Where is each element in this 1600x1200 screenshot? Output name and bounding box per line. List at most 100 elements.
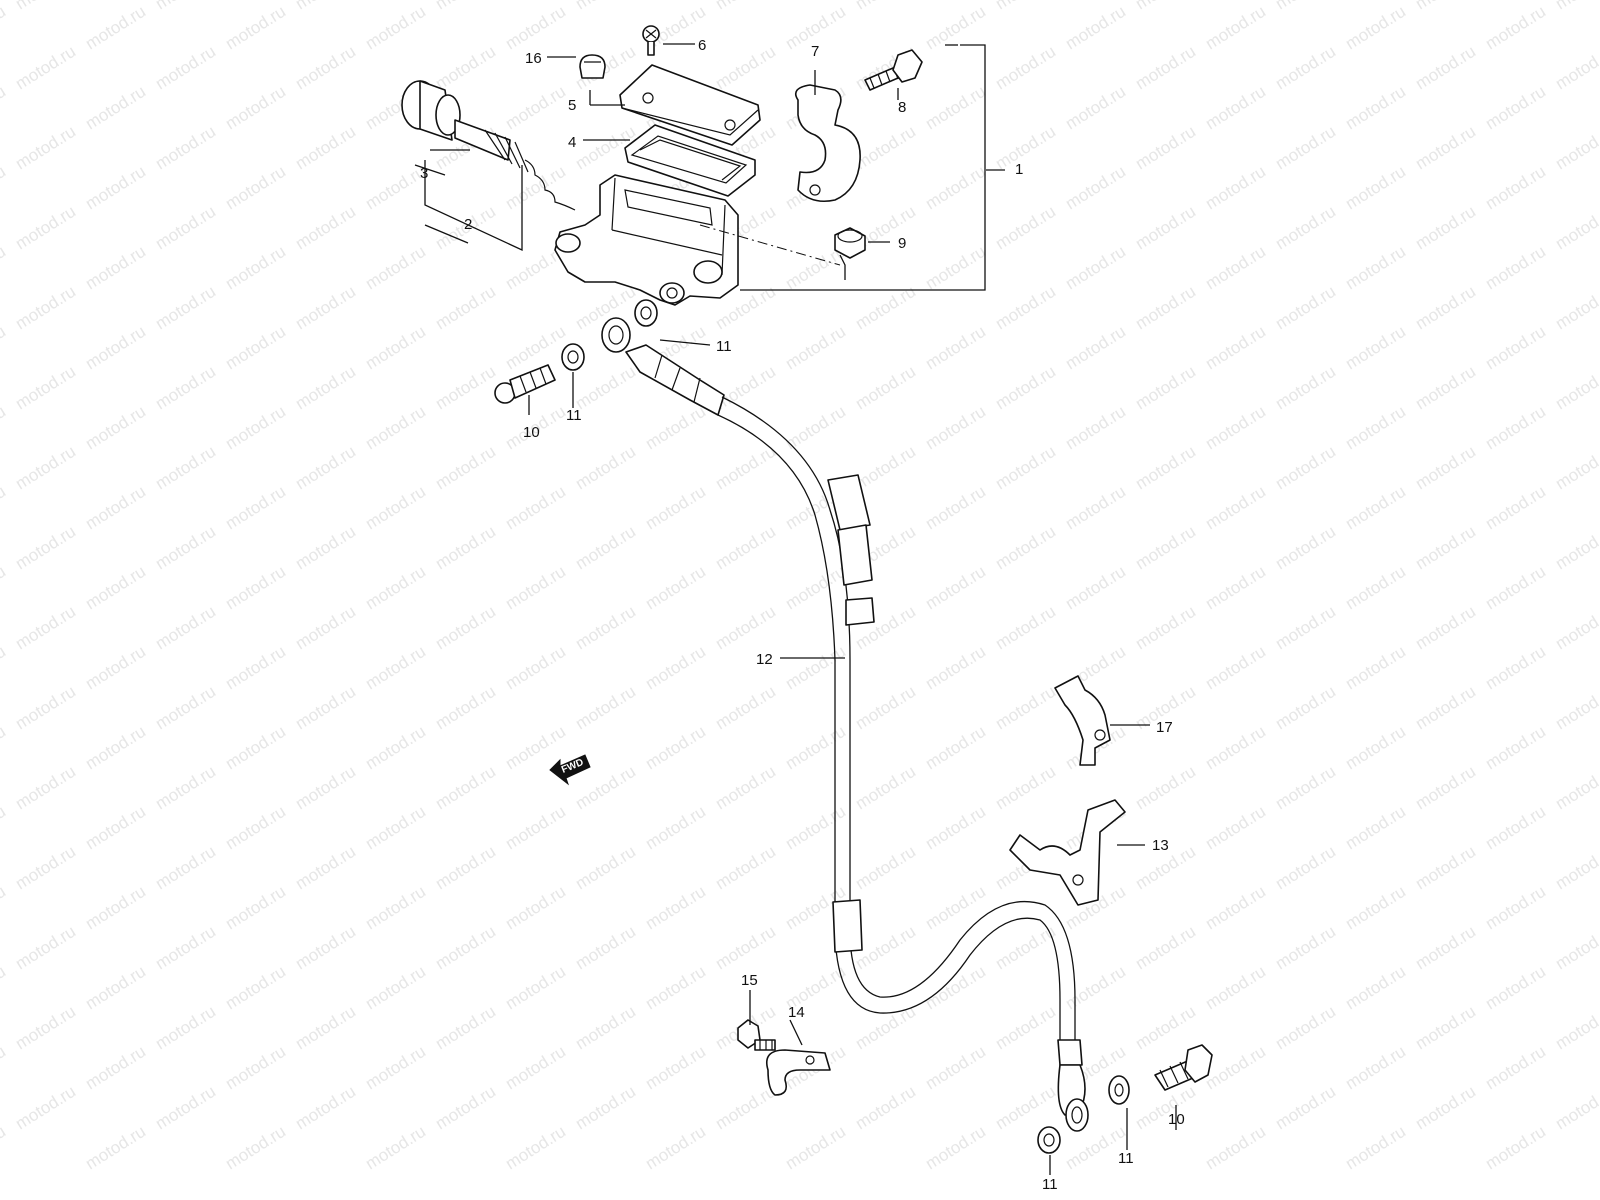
watermark-text: motod.ru — [152, 602, 219, 654]
watermark-text: motod.ru — [1342, 322, 1409, 374]
watermark-text: motod.ru — [222, 2, 289, 54]
watermark-text: motod.ru — [992, 1082, 1059, 1134]
watermark-text: motod.ru — [432, 1082, 499, 1134]
watermark-text: motod.ru — [292, 602, 359, 654]
watermark-text: motod.ru — [82, 562, 149, 614]
watermark-text: motod.ru — [12, 922, 79, 974]
watermark-text: motod.ru — [1482, 1042, 1549, 1094]
rubber-cap-9 — [834, 227, 866, 259]
watermark-text: motod.ru — [82, 802, 149, 854]
watermark-text: motod.ru — [1062, 82, 1129, 134]
watermark-text: motod.ru — [222, 242, 289, 294]
watermark-text: motod.ru — [362, 1042, 429, 1094]
watermark-text: motod.ru — [222, 802, 289, 854]
watermark-text: motod.ru — [12, 122, 79, 174]
watermark-text: motod.ru — [922, 962, 989, 1014]
watermark-text: motod.ru — [1552, 122, 1600, 174]
watermark-text: motod.ru — [292, 1082, 359, 1134]
callout-17: 17 — [1156, 719, 1173, 736]
watermark-text: motod.ru — [292, 442, 359, 494]
watermark-text: motod.ru — [432, 0, 499, 13]
watermark-text: motod.ru — [1482, 882, 1549, 934]
callout-6: 6 — [698, 37, 706, 54]
watermark-text: motod.ru — [922, 482, 989, 534]
watermark-text: motod.ru — [572, 522, 639, 574]
watermark-text: motod.ru — [12, 522, 79, 574]
watermark-text: motod.ru — [1482, 402, 1549, 454]
watermark-text: motod.ru — [1412, 0, 1479, 13]
watermark-text: motod.ru — [1412, 122, 1479, 174]
watermark-text: motod.ru — [572, 602, 639, 654]
watermark-text: motod.ru — [782, 322, 849, 374]
watermark-text: motod.ru — [712, 0, 779, 13]
watermark-text: motod.ru — [432, 442, 499, 494]
watermark-text: motod.ru — [12, 762, 79, 814]
watermark-text: motod.ru — [1342, 642, 1409, 694]
watermark-text: motod.ru — [1552, 842, 1600, 894]
watermark-text: motod.ru — [572, 0, 639, 13]
washer-upper-right — [634, 299, 658, 327]
watermark-text: motod.ru — [922, 322, 989, 374]
watermark-text: motod.ru — [642, 802, 709, 854]
watermark-text: motod.ru — [432, 362, 499, 414]
watermark-text: motod.ru — [1272, 762, 1339, 814]
watermark-text: motod.ru — [0, 82, 9, 134]
callout-14: 14 — [788, 1004, 805, 1021]
watermark-text: motod.ru — [1342, 722, 1409, 774]
watermark-text: motod.ru — [0, 642, 9, 694]
watermark-text: motod.ru — [712, 1082, 779, 1134]
watermark-text: motod.ru — [922, 1042, 989, 1094]
watermark-text: motod.ru — [12, 202, 79, 254]
watermark-text: motod.ru — [432, 922, 499, 974]
callout-11-hose: 11 — [716, 338, 732, 355]
watermark-text: motod.ru — [1062, 162, 1129, 214]
watermark-text: motod.ru — [432, 282, 499, 334]
watermark-text: motod.ru — [82, 962, 149, 1014]
watermark-text: motod.ru — [712, 42, 779, 94]
callout-1: 1 — [1015, 161, 1023, 178]
watermark-text: motod.ru — [152, 362, 219, 414]
callout-3: 3 — [420, 165, 428, 182]
watermark-text: motod.ru — [502, 162, 569, 214]
watermark-text: motod.ru — [1552, 282, 1600, 334]
callout-5: 5 — [568, 97, 576, 114]
watermark-text: motod.ru — [1482, 482, 1549, 534]
watermark-text: motod.ru — [1202, 642, 1269, 694]
watermark-text: motod.ru — [362, 162, 429, 214]
watermark-text: motod.ru — [152, 762, 219, 814]
watermark-text: motod.ru — [1062, 962, 1129, 1014]
callout-4: 4 — [568, 134, 576, 151]
washer-lower-1 — [1108, 1075, 1130, 1105]
reservoir-diaphragm — [624, 124, 756, 197]
watermark-text: motod.ru — [922, 82, 989, 134]
watermark-text: motod.ru — [992, 442, 1059, 494]
watermark-text: motod.ru — [1272, 842, 1339, 894]
watermark-text: motod.ru — [0, 2, 9, 54]
watermark-text: motod.ru — [222, 722, 289, 774]
watermark-text: motod.ru — [362, 402, 429, 454]
watermark-text: motod.ru — [152, 1082, 219, 1134]
watermark-text: motod.ru — [292, 42, 359, 94]
watermark-text: motod.ru — [1482, 2, 1549, 54]
callout-13: 13 — [1152, 837, 1169, 854]
callout-10-lower: 10 — [1168, 1111, 1185, 1128]
watermark-text: motod.ru — [12, 282, 79, 334]
watermark-text: motod.ru — [362, 722, 429, 774]
watermark-text: motod.ru — [82, 1122, 149, 1174]
watermark-text: motod.ru — [362, 562, 429, 614]
watermark-text: motod.ru — [1342, 1042, 1409, 1094]
watermark-text: motod.ru — [82, 882, 149, 934]
cap-screw — [642, 25, 660, 56]
reservoir-cap — [619, 64, 761, 146]
watermark-text: motod.ru — [292, 682, 359, 734]
watermark-text: motod.ru — [992, 122, 1059, 174]
watermark-text: motod.ru — [922, 882, 989, 934]
watermark-text: motod.ru — [82, 482, 149, 534]
watermark-text: motod.ru — [292, 282, 359, 334]
watermark-text: motod.ru — [1132, 922, 1199, 974]
watermark-text: motod.ru — [642, 882, 709, 934]
watermark-text: motod.ru — [82, 642, 149, 694]
watermark-text: motod.ru — [1412, 202, 1479, 254]
watermark-text: motod.ru — [1272, 1082, 1339, 1134]
watermark-text: motod.ru — [292, 842, 359, 894]
